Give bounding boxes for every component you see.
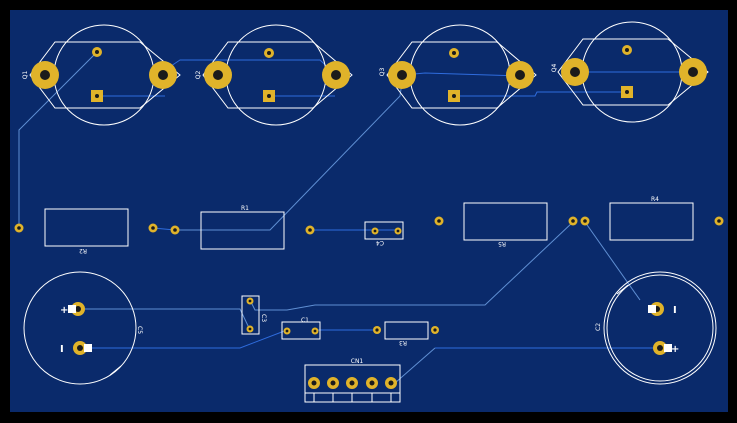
trace-c5-c3 (78, 308, 251, 331)
transistor-q2[interactable]: Q2 (195, 24, 353, 126)
c2-ref-label: C2 (595, 323, 602, 331)
q4-ref-label: Q4 (551, 64, 558, 73)
trace-q1-to-left (18, 51, 98, 228)
resistor-r4[interactable]: R4 (580, 196, 724, 241)
cn1-ref-label: CN1 (351, 358, 364, 365)
q2-ref-label: Q2 (195, 71, 202, 80)
board-outline (10, 10, 728, 412)
capacitor-c5[interactable]: + I C5 (23, 271, 143, 385)
transistor-q3[interactable]: Q3 (379, 24, 537, 126)
c1-ref-label: C1 (301, 317, 309, 324)
trace-c1-r5 (249, 221, 574, 311)
trace-q3-q4 (454, 91, 627, 97)
resistor-r1[interactable]: R1 (170, 205, 315, 250)
resistor-r3[interactable]: R3 (373, 321, 439, 346)
r1-ref-label: R1 (241, 205, 249, 212)
c2-minus-mark: I (673, 305, 677, 316)
c3-ref-label: C3 (260, 314, 267, 322)
r3-ref-label: R3 (399, 339, 407, 346)
c5-minus-mark: I (60, 344, 64, 355)
c4-ref-label: C4 (376, 239, 384, 246)
resistor-r2[interactable]: R2 (14, 208, 158, 254)
q3-ref-label: Q3 (379, 68, 386, 77)
c5-plus-mark: + (60, 305, 68, 316)
trace-c5-minus (87, 329, 288, 349)
c2-plus-mark: + (671, 344, 679, 355)
transistor-q1[interactable]: Q1 (22, 24, 181, 126)
capacitor-c2[interactable]: + I C2 (595, 271, 717, 385)
transistor-q4[interactable]: Q4 (551, 21, 709, 123)
capacitor-c4[interactable]: C4 (364, 221, 404, 246)
c5-ref-label: C5 (136, 326, 143, 334)
trace-r4-c2 (584, 221, 641, 301)
capacitor-c3[interactable]: C3 (241, 295, 267, 335)
connector-cn1[interactable]: CN1 (304, 358, 401, 403)
r4-ref-label: R4 (651, 196, 659, 203)
q1-ref-label: Q1 (22, 71, 29, 80)
capacitor-c1[interactable]: C1 (281, 317, 321, 340)
r5-ref-label: R5 (498, 240, 506, 247)
r2-ref-label: R2 (79, 247, 87, 254)
resistor-r5[interactable]: R5 (434, 202, 578, 247)
trace-r3-cn1 (394, 347, 436, 384)
